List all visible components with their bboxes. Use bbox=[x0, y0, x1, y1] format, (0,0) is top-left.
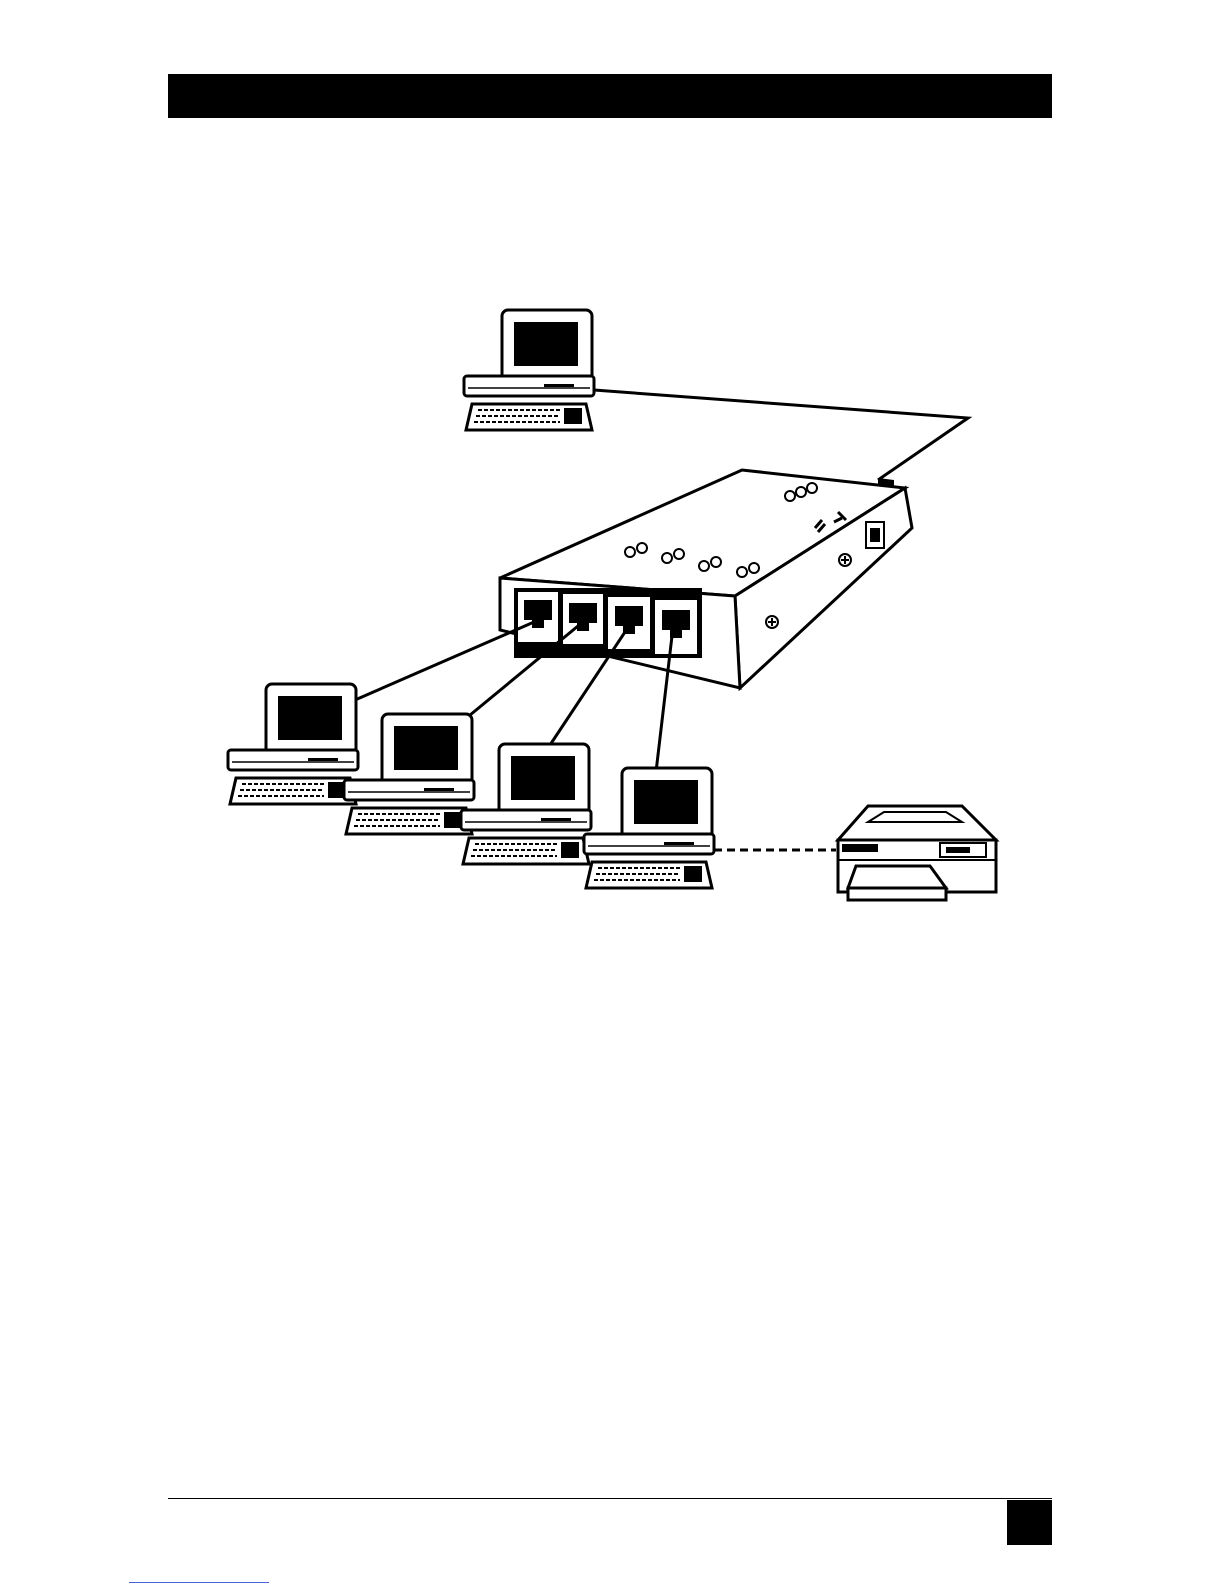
network-hub bbox=[500, 470, 912, 688]
footer-rule bbox=[168, 1498, 1052, 1499]
workstation-2 bbox=[344, 714, 474, 834]
workstation-4 bbox=[584, 768, 714, 888]
host-computer bbox=[464, 310, 594, 430]
workstation-3 bbox=[461, 744, 591, 864]
hub-ports bbox=[514, 588, 702, 658]
link-underline[interactable] bbox=[129, 1582, 269, 1583]
host-link bbox=[594, 390, 968, 480]
page-number-box bbox=[1007, 1500, 1052, 1545]
printer bbox=[838, 806, 996, 900]
workstation-1 bbox=[228, 684, 358, 804]
